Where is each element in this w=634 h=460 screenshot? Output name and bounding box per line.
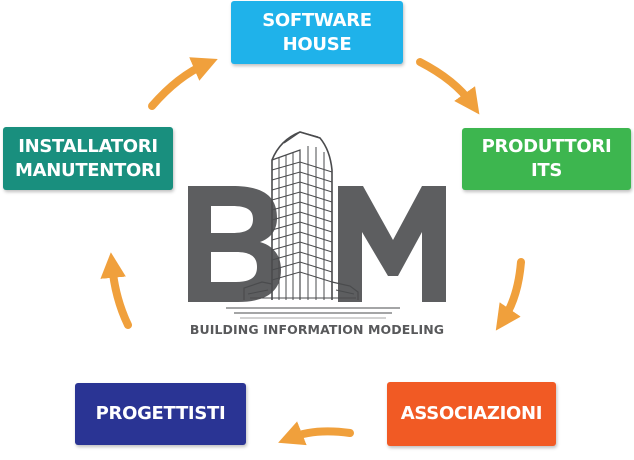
node-software-house: SOFTWARE HOUSE — [231, 1, 403, 64]
arrow-software-to-produttori — [416, 58, 480, 115]
node-installatori-manutentori: INSTALLATORI MANUTENTORI — [3, 127, 173, 190]
node-label: PROGETTISTI — [95, 403, 226, 424]
node-label: INSTALLATORI MANUTENTORI — [15, 135, 161, 181]
node-label: PRODUTTORI ITS — [481, 136, 612, 181]
arrow-associazioni-to-progettisti — [278, 421, 354, 446]
node-progettisti: PROGETTISTI — [75, 383, 246, 445]
bim-logo — [188, 131, 446, 319]
node-label: ASSOCIAZIONI — [400, 403, 543, 424]
node-associazioni: ASSOCIAZIONI — [387, 382, 556, 446]
node-produttori-its: PRODUTTORI ITS — [462, 128, 631, 190]
arrow-installatori-to-software — [148, 57, 218, 110]
node-label: SOFTWARE HOUSE — [262, 9, 372, 55]
bim-letter-b — [188, 186, 281, 302]
arrow-progettisti-to-installatori — [100, 252, 132, 329]
arrow-produttori-to-associazioni — [495, 258, 525, 331]
bim-letter-m — [338, 186, 446, 302]
skyscraper-sketch — [226, 131, 400, 319]
bim-tagline: BUILDING INFORMATION MODELING — [189, 322, 445, 337]
cycle-arrows — [100, 57, 525, 446]
